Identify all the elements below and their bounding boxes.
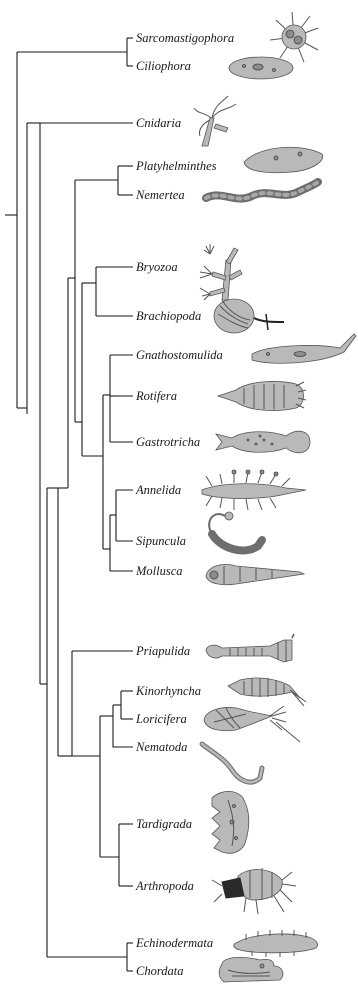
taxon-label-echinodermata: Echinodermata [135,936,213,950]
branch-nematoda [113,727,133,747]
taxon-label-chordata: Chordata [136,964,183,978]
gastrotricha-illustration [216,431,310,453]
taxon-label-priapulida: Priapulida [135,644,190,658]
taxon-label-loricifera: Loricifera [135,712,187,726]
taxon-label-sipuncula: Sipuncula [136,534,186,548]
organism-illustrations [194,12,356,982]
rotifera-illustration [218,382,306,411]
bryozoa-illustration [200,244,242,300]
kinorhyncha-illustration [228,678,306,706]
taxon-label-nemertea: Nemertea [135,188,185,202]
taxon-label-annelida: Annelida [135,483,181,497]
loricifera-illustration [204,706,300,742]
taxon-label-rotifera: Rotifera [135,389,177,403]
cnidaria-illustration [194,96,236,146]
arthropoda-illustration [212,868,296,914]
platyhelminthes-illustration [244,147,323,172]
taxon-label-kinorhyncha: Kinorhyncha [135,684,201,698]
taxon-label-platyhelminthes: Platyhelminthes [135,159,217,173]
taxon-label-gnathostomulida: Gnathostomulida [136,348,223,362]
taxon-label-brachiopoda: Brachiopoda [136,309,201,323]
taxon-label-arthropoda: Arthropoda [135,879,194,893]
brachiopoda-illustration [214,299,284,333]
taxon-label-sarcomastigophora: Sarcomastigophora [136,31,234,45]
taxon-label-nematoda: Nematoda [135,740,187,754]
ciliophora-illustration [229,57,293,79]
sarcomastigophora-illustration [270,12,318,62]
taxon-label-mollusca: Mollusca [135,564,183,578]
annelida-illustration [202,470,306,510]
taxon-label-gastrotricha: Gastrotricha [136,435,200,449]
mollusca-illustration [206,564,304,584]
chordata-illustration [219,957,283,982]
nemertea-illustration [206,182,318,199]
priapulida-illustration [206,634,294,662]
taxon-label-ciliophora: Ciliophora [136,59,191,73]
tree-branches [5,38,133,971]
taxon-label-bryozoa: Bryozoa [136,260,178,274]
tardigrada-illustration [212,791,249,853]
gnathostomulida-illustration [252,334,356,363]
echinodermata-illustration [234,930,318,957]
taxon-label-cnidaria: Cnidaria [136,116,181,130]
nematoda-illustration [202,744,262,782]
taxon-label-tardigrada: Tardigrada [136,817,192,831]
sipuncula-illustration [209,512,262,550]
